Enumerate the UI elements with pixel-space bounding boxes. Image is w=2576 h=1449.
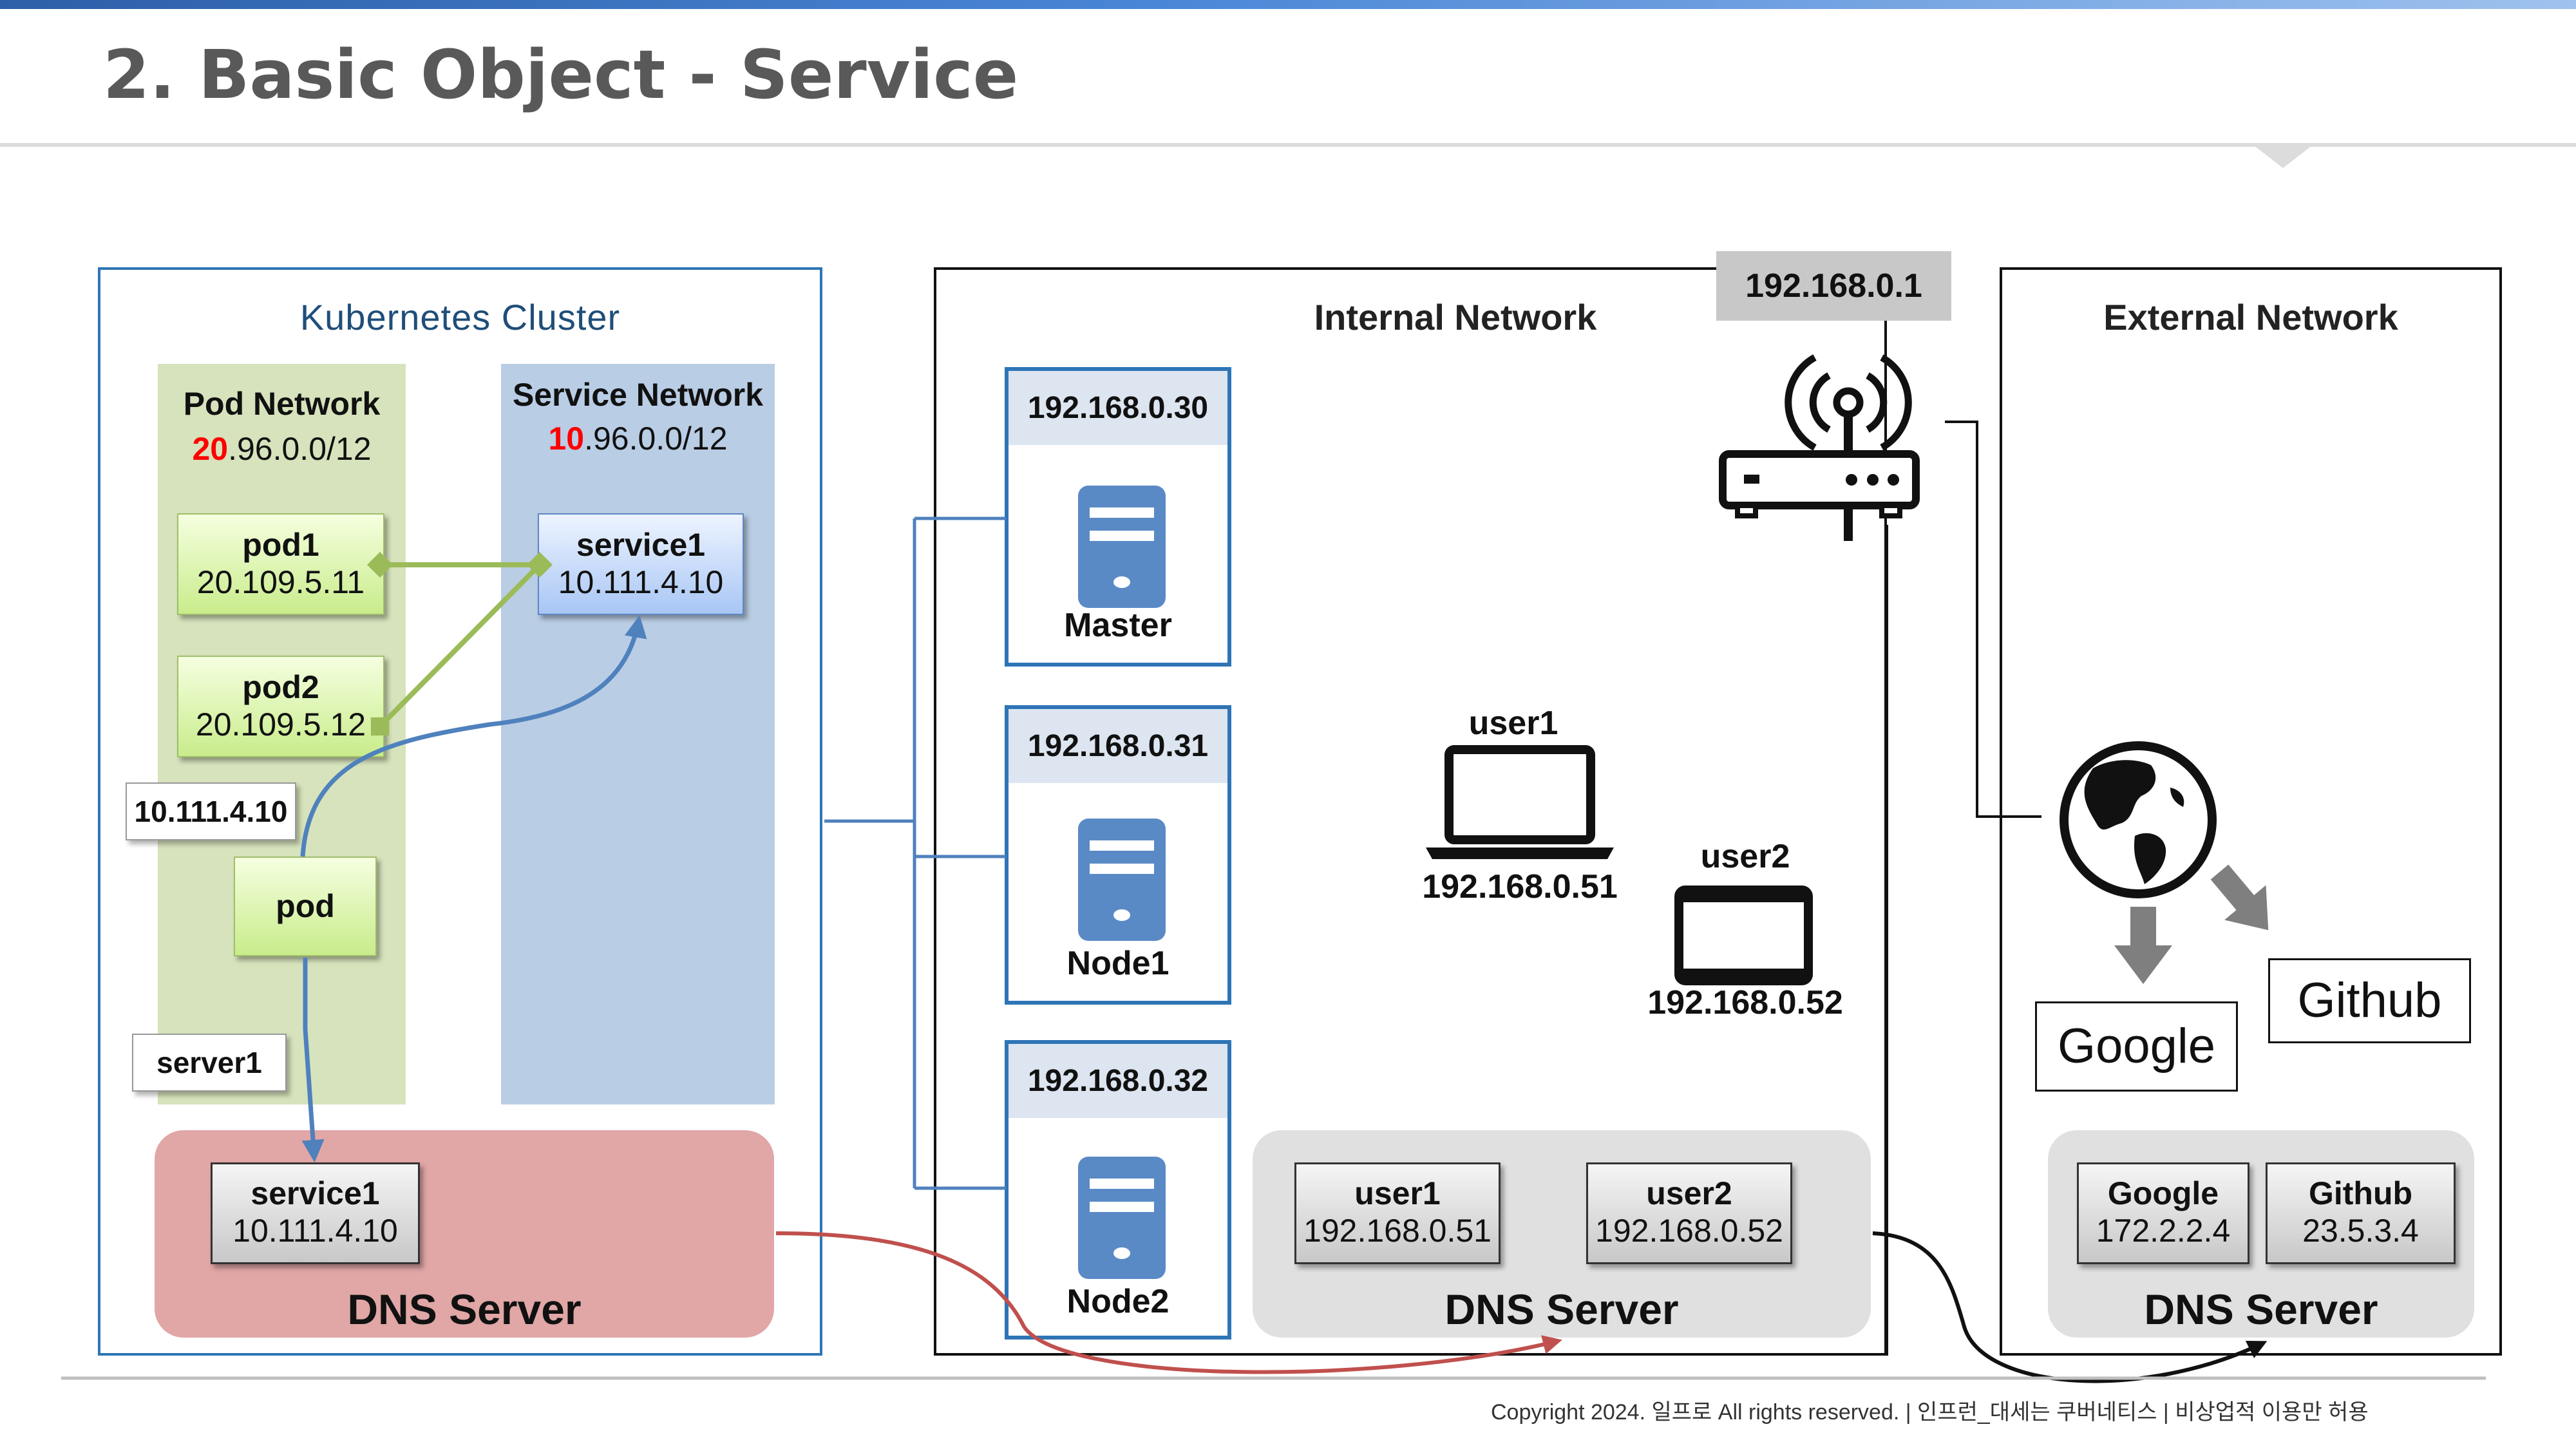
user1-ip: 192.168.0.51 — [1422, 868, 1618, 905]
node-node1-name: Node1 — [1066, 945, 1170, 982]
node-master-name: Master — [1064, 607, 1172, 644]
down-arrow-icon — [2114, 907, 2172, 984]
service-cidr-highlight: 10 — [548, 421, 585, 457]
internal-network-title: Internal Network — [1314, 297, 1597, 337]
copyright-text: Copyright 2024. 일프로 All rights reserved.… — [1491, 1400, 2369, 1425]
server-icon — [1078, 1157, 1166, 1279]
k8s-dns-entry-service1: service1 10.111.4.10 — [211, 1162, 420, 1264]
laptop-icon — [1426, 745, 1614, 859]
external-dns-entry-google-ip: 172.2.2.4 — [2096, 1213, 2231, 1249]
service-network-band — [501, 364, 775, 1104]
node-node2-ip: 192.168.0.32 — [1009, 1044, 1227, 1118]
external-dns-entry-google-name: Google — [2107, 1175, 2219, 1211]
header-notch — [2254, 146, 2312, 168]
pod1-ip: 20.109.5.11 — [196, 564, 365, 600]
external-dns-label: DNS Server — [2144, 1285, 2378, 1333]
header-divider — [0, 143, 2576, 147]
node-node2: 192.168.0.32 Node2 — [1005, 1040, 1231, 1340]
top-accent-bar — [0, 0, 2576, 9]
globe-icon — [2060, 741, 2217, 898]
node-master: 192.168.0.30 Master — [1005, 367, 1231, 667]
github-card: Github — [2268, 958, 2471, 1043]
pod1-name: pod1 — [242, 527, 319, 563]
service-ip-tag: 10.111.4.10 — [126, 782, 296, 840]
kubernetes-cluster-title: Kubernetes Cluster — [299, 297, 621, 337]
google-card: Google — [2035, 1001, 2238, 1092]
page-title: 2. Basic Object - Service — [103, 35, 1019, 114]
internal-dns-entry-user1-name: user1 — [1354, 1175, 1441, 1211]
external-dns-entry-google: Google 172.2.2.4 — [2077, 1162, 2249, 1264]
pod-cidr-highlight: 20 — [192, 431, 229, 467]
pod2-box: pod2 20.109.5.12 — [177, 656, 384, 757]
external-dns-entry-github-name: Github — [2308, 1175, 2413, 1211]
down-arrow-icon — [2210, 864, 2269, 931]
external-dns-entry-github: Github 23.5.3.4 — [2266, 1162, 2456, 1264]
internal-dns-entry-user2-name: user2 — [1646, 1175, 1732, 1211]
internal-dns-label: DNS Server — [1444, 1285, 1679, 1333]
service1-name: service1 — [576, 527, 706, 563]
server-icon — [1078, 819, 1166, 941]
k8s-dns-entry-ip: 10.111.4.10 — [232, 1213, 398, 1249]
tablet-icon — [1674, 886, 1813, 985]
service-network-title: Service Network — [512, 377, 764, 413]
internal-dns-entry-user2-ip: 192.168.0.52 — [1595, 1213, 1783, 1249]
pod2-ip: 20.109.5.12 — [195, 706, 366, 743]
server-icon — [1078, 486, 1166, 608]
pod-cidr-rest: .96.0.0/12 — [228, 431, 372, 467]
user1-name: user1 — [1468, 705, 1558, 742]
pod-network-cidr: 20.96.0.0/12 — [158, 430, 406, 468]
pod2-name: pod2 — [242, 669, 319, 705]
client-pod-name: pod — [276, 888, 335, 924]
router-icon — [1719, 354, 1920, 541]
node-node2-name: Node2 — [1066, 1283, 1170, 1320]
internal-dns-entry-user1: user1 192.168.0.51 — [1294, 1162, 1501, 1264]
node-node1-ip: 192.168.0.31 — [1009, 709, 1227, 783]
internal-dns-entry-user1-ip: 192.168.0.51 — [1303, 1213, 1492, 1249]
pod1-box: pod1 20.109.5.11 — [177, 513, 384, 615]
service-network-cidr: 10.96.0.0/12 — [501, 420, 775, 457]
pod-network-title: Pod Network — [183, 386, 381, 422]
client-pod-box: pod — [234, 857, 377, 956]
external-dns-entry-github-ip: 23.5.3.4 — [2302, 1213, 2419, 1249]
node-master-ip: 192.168.0.30 — [1009, 371, 1227, 445]
k8s-dns-label: DNS Server — [347, 1285, 582, 1333]
service1-box: service1 10.111.4.10 — [538, 513, 744, 615]
router-ip-label: 192.168.0.1 — [1716, 251, 1951, 321]
user2-ip: 192.168.0.52 — [1647, 984, 1843, 1021]
node-node1: 192.168.0.31 Node1 — [1005, 705, 1231, 1005]
internal-dns-entry-user2: user2 192.168.0.52 — [1586, 1162, 1792, 1264]
service-cidr-rest: .96.0.0/12 — [584, 421, 728, 457]
user2-name: user2 — [1700, 838, 1790, 875]
service1-ip: 10.111.4.10 — [558, 564, 724, 600]
external-network-title: External Network — [2103, 297, 2398, 337]
server-name-tag: server1 — [132, 1034, 287, 1092]
k8s-dns-entry-name: service1 — [251, 1175, 380, 1211]
